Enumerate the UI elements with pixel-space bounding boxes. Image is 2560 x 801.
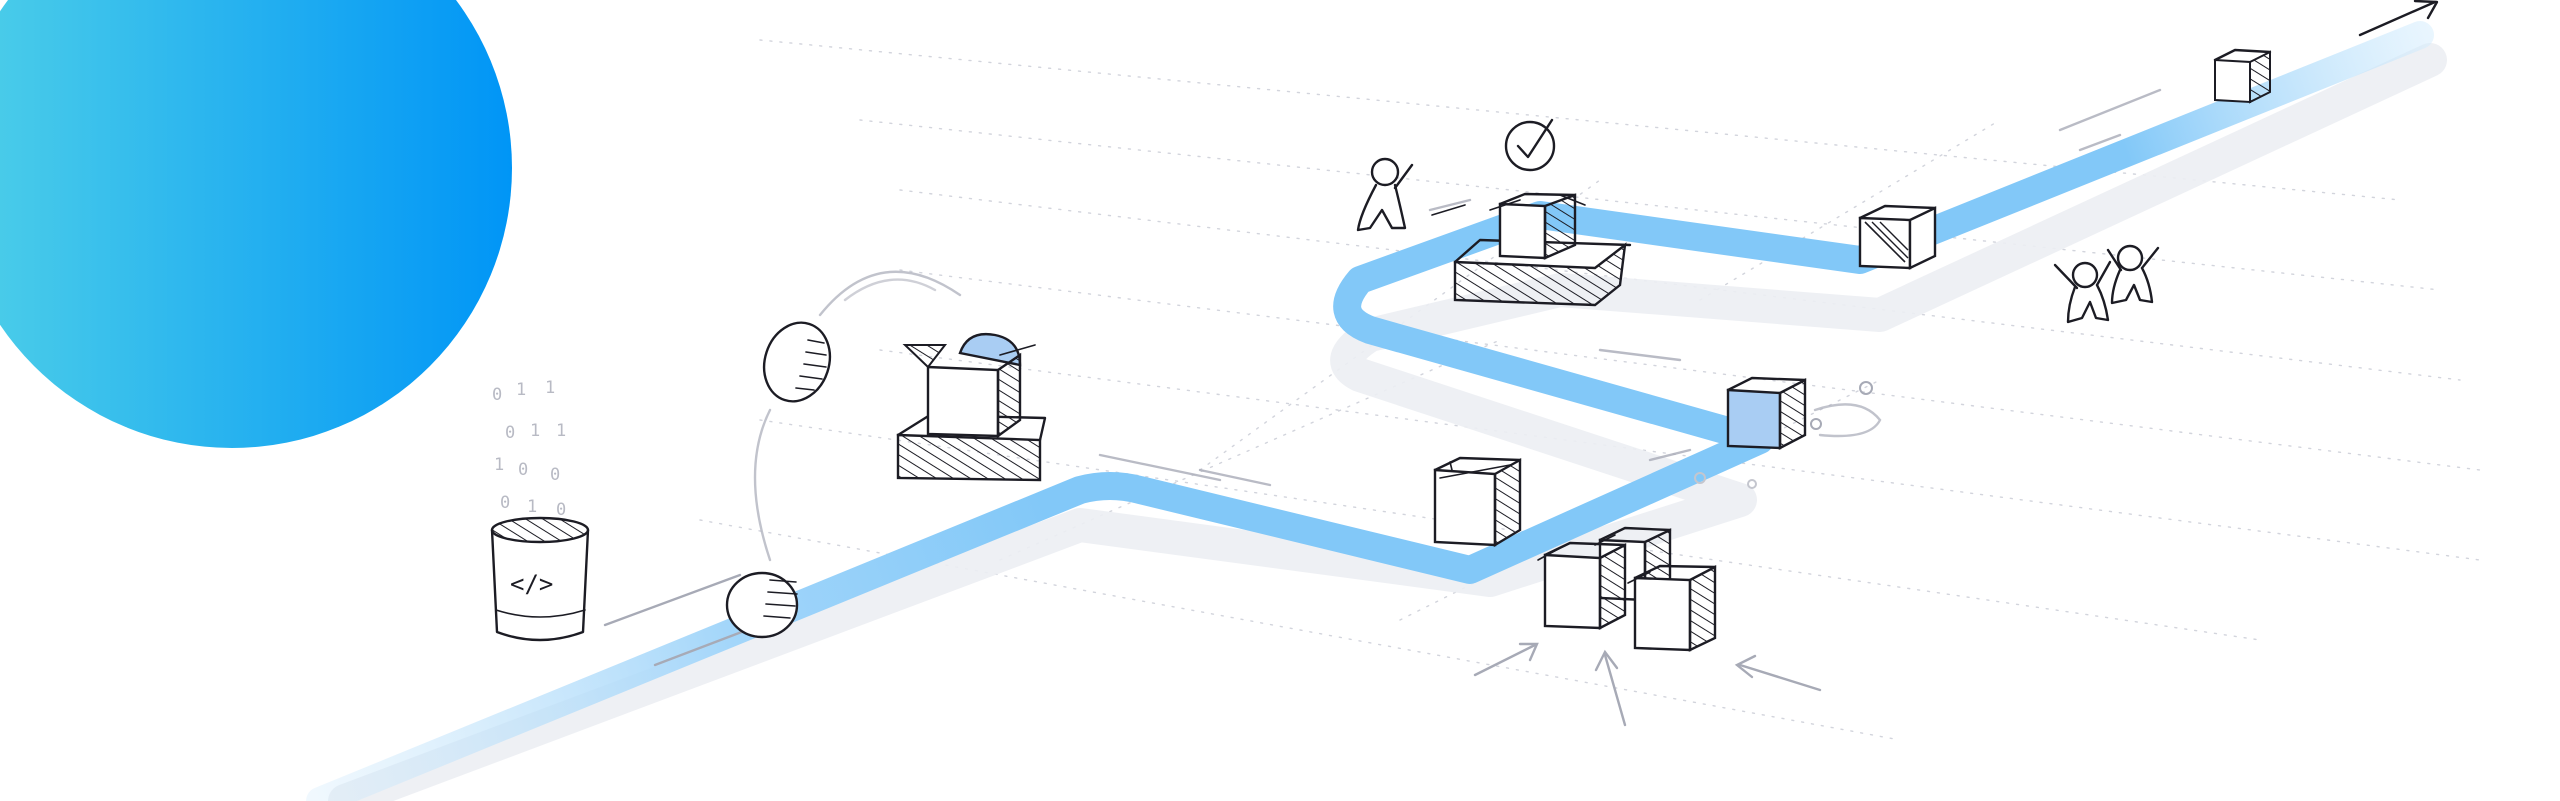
ball-icon	[725, 408, 799, 639]
svg-text:0: 0	[550, 465, 560, 485]
cube-icon-far	[1858, 204, 1937, 270]
person-icon	[1356, 157, 1466, 232]
svg-text:0: 0	[556, 500, 566, 520]
svg-text:1: 1	[530, 421, 540, 441]
cheering-people-icon	[2053, 244, 2160, 324]
cube-icon-end	[2213, 48, 2272, 104]
svg-text:0: 0	[518, 460, 528, 480]
checkmark-icon	[1504, 118, 1556, 172]
code-bucket-icon: </>	[490, 516, 590, 642]
svg-text:0: 0	[505, 423, 515, 443]
svg-text:</>: </>	[510, 570, 553, 598]
cube-cluster-icon	[1537, 526, 1717, 652]
cube-icon	[1433, 456, 1522, 548]
binary-stream: 0 1 1 0 1 1 1 0 0 0 1 0	[492, 378, 566, 520]
approved-box-icon	[1453, 192, 1632, 307]
svg-text:1: 1	[516, 380, 526, 400]
flying-ball-icon	[762, 270, 962, 403]
decorative-circle	[0, 0, 512, 448]
exit-arrow-icon	[2358, 0, 2439, 37]
arrow-icon	[1473, 642, 1822, 727]
svg-text:1: 1	[545, 378, 555, 398]
svg-text:0: 0	[492, 385, 502, 405]
svg-text:0: 0	[500, 493, 510, 513]
motion-lines	[603, 88, 2162, 667]
dome-box-icon	[896, 332, 1047, 482]
selected-cube-icon	[1694, 376, 1882, 489]
svg-text:1: 1	[494, 455, 504, 475]
svg-text:1: 1	[527, 497, 537, 517]
pipeline	[306, 21, 2434, 801]
svg-text:1: 1	[556, 421, 566, 441]
